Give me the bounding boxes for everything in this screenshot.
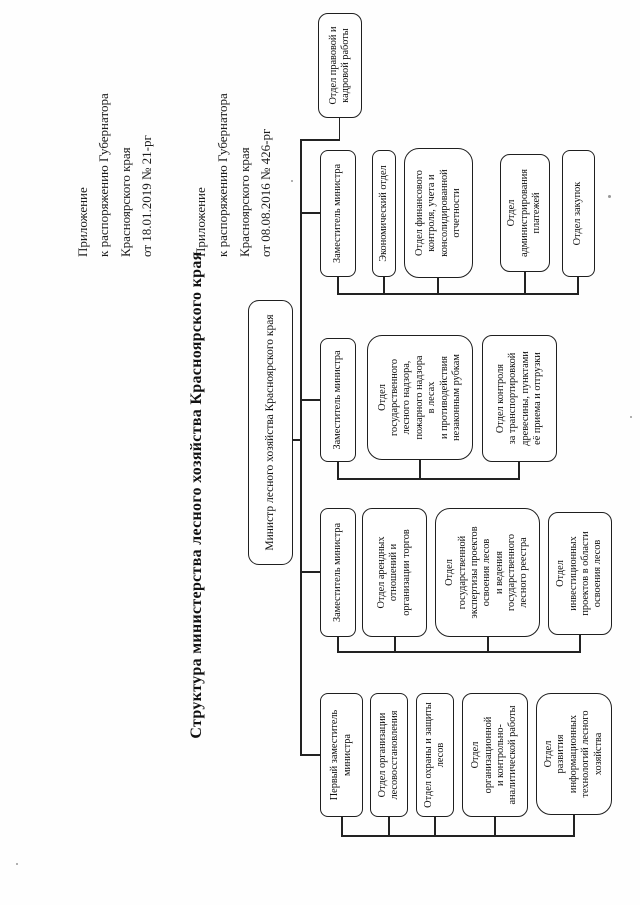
connector-legal-elbow-h <box>338 117 340 141</box>
connector-trunk <box>300 139 302 756</box>
dept-it-development-box: Отдел развития информационных технологий… <box>536 693 612 815</box>
connector-stub <box>487 636 489 653</box>
connector-stub <box>419 459 421 480</box>
connector-stub <box>337 636 339 653</box>
connector-bus-2 <box>337 651 580 653</box>
appendix-note-1: Приложение к распоряжению Губернатора Кр… <box>74 93 155 257</box>
dept-forest-supervision-box: Отдел государственного лесного надзора, … <box>367 335 473 460</box>
connector-stub <box>337 276 339 295</box>
connector-stub <box>524 271 526 295</box>
dept-reforestation-organization-box: Отдел организации лесовосстановления <box>370 693 408 817</box>
connector-drop-2 <box>300 571 321 573</box>
connector-bus-1 <box>341 835 574 837</box>
connector-stub <box>518 461 520 480</box>
dept-economic-box: Экономический отдел <box>372 150 396 277</box>
connector-bus-3 <box>337 478 520 480</box>
document-title: Структура министерства лесного хозяйства… <box>188 251 205 739</box>
scan-artifact-dot <box>291 180 293 182</box>
dept-lease-relations-box: Отдел арендных отношений и организации т… <box>362 508 427 637</box>
dept-organizational-analytical-box: Отдел организационной и контрольно- анал… <box>462 693 528 817</box>
dept-financial-control-box: Отдел финансового контроля, учета и конс… <box>404 148 473 278</box>
first-deputy-minister-box: Первый заместитель министра <box>320 693 363 817</box>
dept-timber-transport-control-box: Отдел контроля за транспортировкой древе… <box>482 335 557 462</box>
connector-stub <box>579 634 581 653</box>
connector-drop-3 <box>300 399 321 401</box>
connector-stub <box>494 816 496 837</box>
minister-box: Министр лесного хозяйства Красноярского … <box>248 300 293 565</box>
scan-artifact-dot <box>16 863 18 865</box>
dept-state-expertise-box: Отдел государственной экспертизы проекто… <box>435 508 540 637</box>
connector-stub <box>437 277 439 295</box>
deputy-minister-economy-box: Заместитель министра <box>320 150 356 277</box>
connector-drop-1 <box>300 754 321 756</box>
connector-stub <box>388 816 390 837</box>
scan-artifact-dot <box>608 195 611 198</box>
scan-artifact-dot <box>630 416 632 418</box>
dept-forest-protection-box: Отдел охраны и защиты лесов <box>416 693 454 817</box>
connector-legal-elbow-v <box>300 139 340 141</box>
dept-payments-administration-box: Отдел администрирования платежей <box>500 154 550 272</box>
deputy-minister-supervision-box: Заместитель министра <box>320 338 356 462</box>
connector-drop-4 <box>300 212 321 214</box>
connector-stub <box>337 461 339 480</box>
connector-stub <box>383 276 385 295</box>
connector-stub <box>434 816 436 837</box>
dept-procurement-box: Отдел закупок <box>562 150 595 277</box>
connector-stub <box>577 276 579 295</box>
connector-stub <box>394 636 396 653</box>
dept-investment-projects-box: Отдел инвестиционных проектов в области … <box>548 512 612 635</box>
legal-department-box: Отдел правовой и кадровой работы <box>318 13 362 118</box>
appendix-header: Приложение к распоряжению Губернатора Кр… <box>50 72 298 257</box>
connector-stub <box>573 814 575 837</box>
deputy-minister-lease-box: Заместитель министра <box>320 508 356 637</box>
connector-bus-4 <box>337 293 579 295</box>
connector-stub <box>341 816 343 837</box>
